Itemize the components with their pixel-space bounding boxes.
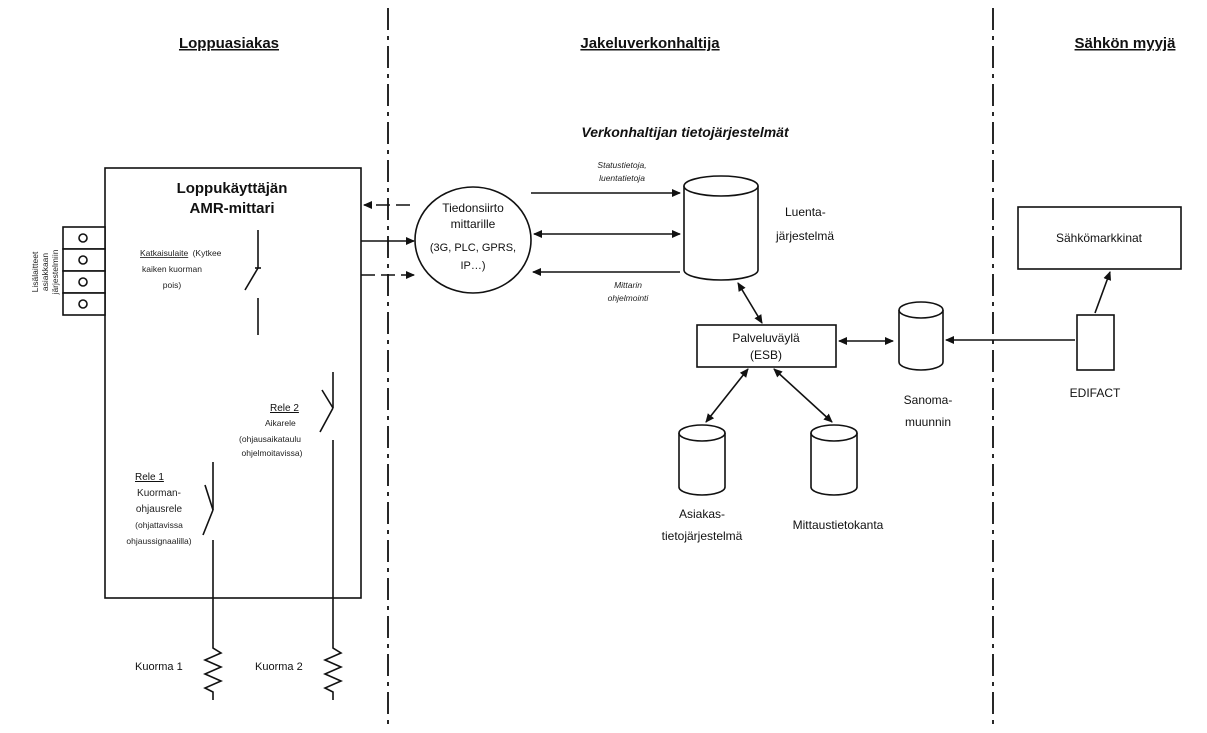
markkinat-label: Sähkömarkkinat <box>1056 231 1143 245</box>
load1-resistor <box>203 640 223 700</box>
tiedonsiirto-ellipse <box>414 186 532 294</box>
asiakas-line2: tietojärjestelmä <box>662 529 743 543</box>
luenta-jarjestelma-cylinder <box>683 175 759 281</box>
sanoma-line2: muunnin <box>905 415 951 429</box>
amr-meter-box <box>104 167 362 599</box>
sahkomarkkinat-box <box>1017 206 1182 270</box>
sanomamuunnin-cylinder <box>898 301 944 371</box>
rele1-switch <box>202 462 214 640</box>
rele2-label: Rele 2 <box>270 403 299 414</box>
transfer-line3: (3G, PLC, GPRS, <box>430 242 516 254</box>
mittaustietokanta-cylinder <box>810 424 858 496</box>
luenta-line2: järjestelmä <box>775 229 834 243</box>
load2-label: Kuorma 2 <box>255 661 303 673</box>
transfer-line1: Tiedonsiirto <box>442 201 504 215</box>
luenta-line1: Luenta- <box>785 205 826 219</box>
katkaisulaite-switch <box>244 230 261 335</box>
rele1-line1: Kuorman- <box>137 488 181 499</box>
side-label-line1: Lisälaitteet <box>30 251 40 292</box>
edifact-label: EDIFACT <box>1070 386 1121 400</box>
rele2-line1: Aikarele <box>265 418 296 428</box>
switch-text-line1: Katkaisulaite (Kytkee <box>140 248 222 258</box>
switch-desc-3: pois) <box>163 280 182 290</box>
mittaus-label: Mittaustietokanta <box>793 518 884 532</box>
rele1-line3: (ohjattavissa <box>135 520 183 530</box>
asiakastietojarjestelma-cylinder <box>678 424 726 496</box>
meter-title-line1: Loppukäyttäjän <box>177 180 288 197</box>
rele1-line2: ohjausrele <box>136 504 183 515</box>
arrow-edifact-markkinat <box>1094 271 1112 314</box>
arrow-esb-asiakas <box>705 368 749 423</box>
subtitle-verkonhaltijan-tietojarjestelmat: Verkonhaltijan tietojärjestelmät <box>581 124 790 140</box>
switch-label: Katkaisulaite <box>140 248 188 258</box>
rele1-label: Rele 1 <box>135 472 164 483</box>
transfer-line2: mittarille <box>451 217 496 231</box>
status-label-line2: luentatietoja <box>599 173 645 183</box>
terminal-block <box>62 226 106 316</box>
switch-desc-2: kaiken kuorman <box>142 264 202 274</box>
edifact-document <box>1076 314 1115 371</box>
header-loppuasiakas: Loppuasiakas <box>179 35 279 52</box>
arrow-luenta-esb <box>737 282 763 324</box>
asiakas-line1: Asiakas- <box>679 507 725 521</box>
arrow-esb-mittaus <box>773 368 833 423</box>
header-jakeluverkonhaltija: Jakeluverkonhaltija <box>580 35 720 52</box>
esb-line1: Palveluväylä <box>732 331 800 345</box>
header-sahkon-myyja: Sähkön myyjä <box>1075 35 1177 52</box>
rele1-line4: ohjaussignaalilla) <box>126 536 191 546</box>
status-label-line1: Statustietoja, <box>597 160 646 170</box>
load1-label: Kuorma 1 <box>135 661 183 673</box>
switch-desc-1: (Kytkee <box>193 248 222 258</box>
side-label-line3: järjestelmiin <box>50 249 60 295</box>
transfer-line4: IP…) <box>460 260 485 272</box>
esb-box <box>696 324 837 368</box>
prog-label-line1: Mittarin <box>614 280 642 290</box>
rele2-line2: (ohjausaikataulu <box>239 434 301 444</box>
load2-resistor <box>323 640 343 700</box>
meter-title-line2: AMR-mittari <box>190 200 275 217</box>
rele2-line3: ohjelmoitavissa) <box>242 448 303 458</box>
esb-line2: (ESB) <box>750 348 782 362</box>
side-label: Lisälaitteet asiakkaan järjestelmiin <box>30 249 60 295</box>
sanoma-line1: Sanoma- <box>904 393 953 407</box>
rele2-switch <box>319 372 334 640</box>
prog-label-line2: ohjelmointi <box>608 293 650 303</box>
side-label-line2: asiakkaan <box>40 253 50 292</box>
